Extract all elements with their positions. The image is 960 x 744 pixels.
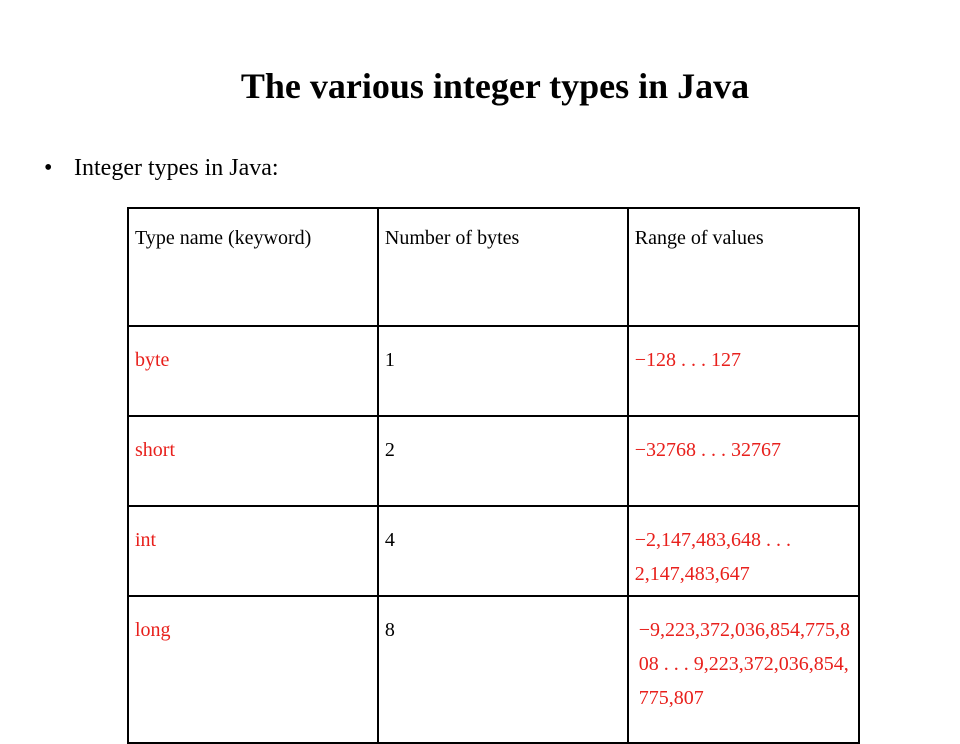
type-cell: int [127,505,379,597]
integer-types-table: Type name (keyword) Number of bytes Rang… [127,207,861,744]
range-cell: −32768 . . . 32767 [626,415,861,507]
range-cell: −9,223,372,036,854,775,808 . . . 9,223,3… [626,595,861,744]
slide-title: The various integer types in Java [240,66,750,106]
table-row: long 8 −9,223,372,036,854,775,808 . . . … [127,595,861,744]
header-type-name-label: Type name (keyword) [135,227,312,249]
header-bytes-label: Number of bytes [384,227,520,249]
range-cell: −128 . . . 127 [626,325,861,417]
type-cell: byte [127,325,379,417]
bullet-text: Integer types in Java: [74,155,279,181]
table-row: byte 1 −128 . . . 127 [127,325,861,417]
header-range-label: Range of values [634,227,764,249]
bytes-cell: 8 [376,595,629,744]
bytes-cell: 2 [376,415,629,507]
bullet-dot-icon: • [44,155,53,181]
bytes-cell: 1 [376,325,629,417]
bullet-item: • Integer types in Java: [44,152,279,184]
type-cell: short [127,415,379,507]
type-cell: long [127,595,379,744]
range-cell: −2,147,483,648 . . . 2,147,483,647 [626,505,861,597]
table-row: short 2 −32768 . . . 32767 [127,415,861,507]
header-type-name: Type name (keyword) [127,207,379,327]
header-range-of-values: Range of values [626,207,861,327]
table-row: int 4 −2,147,483,648 . . . 2,147,483,647 [127,505,861,597]
header-number-of-bytes: Number of bytes [376,207,629,327]
table-header-row: Type name (keyword) Number of bytes Rang… [127,207,861,327]
bytes-cell: 4 [376,505,629,597]
